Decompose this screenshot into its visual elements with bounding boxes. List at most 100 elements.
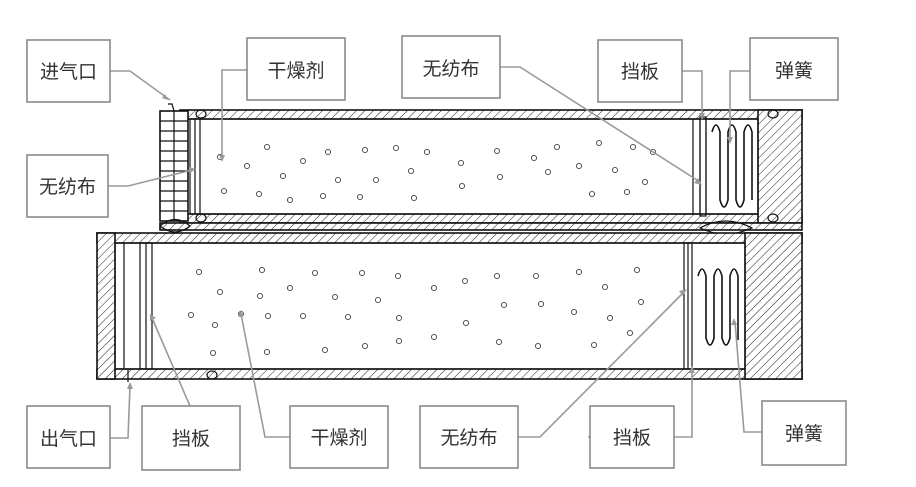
desiccant-bead	[209, 349, 217, 357]
desiccant-bead	[263, 348, 271, 356]
desiccant-bead	[410, 194, 418, 202]
desiccant-bead	[623, 188, 631, 196]
label-spring-top-text: 弹簧	[775, 60, 813, 82]
desiccant-bead	[256, 292, 264, 300]
desiccant-bead	[324, 148, 332, 156]
desiccant-bead	[641, 178, 649, 186]
label-fabric-top: 无纺布	[401, 35, 501, 99]
desiccant-beads	[187, 139, 657, 357]
leader-desiccant-bottom	[240, 313, 290, 438]
bottom-cylinder-left-cap	[96, 232, 116, 380]
desiccant-bead	[575, 268, 583, 276]
desiccant-bead	[258, 266, 266, 274]
label-baffle-bottom-left-text: 挡板	[172, 428, 210, 450]
label-desiccant-top-text: 干燥剂	[267, 60, 324, 82]
desiccant-bead	[331, 293, 339, 301]
label-baffle-top: 挡板	[597, 39, 683, 103]
desiccant-bead	[374, 296, 382, 304]
desiccant-bead	[255, 190, 263, 198]
top-spring	[711, 124, 753, 208]
desiccant-bead	[493, 272, 501, 280]
desiccant-bead	[243, 162, 251, 170]
desiccant-bead	[532, 272, 540, 280]
leader-desiccant-top	[221, 69, 247, 158]
bottom-cylinder-right-cap	[744, 232, 803, 380]
label-inlet: 进气口	[26, 39, 111, 103]
desiccant-bead	[358, 269, 366, 277]
leader-fabric-top	[500, 66, 701, 183]
label-fabric-bottom: 无纺布	[419, 405, 519, 469]
desiccant-bead	[263, 143, 271, 151]
desiccant-bead	[334, 176, 342, 184]
leader-fabric-left	[108, 169, 193, 187]
desiccant-bead	[637, 298, 645, 306]
bottom-cylinder-upper-wall	[96, 232, 803, 244]
label-fabric-top-text: 无纺布	[422, 58, 479, 80]
label-desiccant-bottom-text: 干燥剂	[310, 427, 367, 449]
desiccant-bead	[319, 192, 327, 200]
desiccant-bead	[537, 300, 545, 308]
desiccant-bead	[279, 172, 287, 180]
label-spring-bottom-text: 弹簧	[785, 423, 823, 445]
label-fabric-bottom-text: 无纺布	[440, 427, 497, 449]
desiccant-bead	[395, 337, 403, 345]
desiccant-bead	[299, 312, 307, 320]
label-spring-top: 弹簧	[749, 37, 839, 101]
bottom-cylinder	[96, 232, 803, 382]
desiccant-bead	[286, 196, 294, 204]
desiccant-bead	[493, 147, 501, 155]
desiccant-bead	[595, 139, 603, 147]
desiccant-bead	[575, 162, 583, 170]
desiccant-bead	[423, 148, 431, 156]
desiccant-bead	[299, 157, 307, 165]
label-spring-bottom: 弹簧	[761, 400, 847, 466]
desiccant-bead	[311, 269, 319, 277]
desiccant-bead	[611, 166, 619, 174]
top-cylinder-upper-wall	[179, 109, 803, 120]
desiccant-bead	[496, 173, 504, 181]
desiccant-bead	[500, 301, 508, 309]
label-baffle-bottom-left: 挡板	[141, 405, 241, 471]
label-baffle-bottom-right: 挡板	[589, 405, 675, 469]
desiccant-bead	[629, 143, 637, 151]
desiccant-bead	[321, 346, 329, 354]
desiccant-bead	[457, 159, 465, 167]
leader-spring-top	[729, 70, 750, 140]
desiccant-bead	[462, 319, 470, 327]
desiccant-bead	[286, 284, 294, 292]
desiccant-bead	[395, 314, 403, 322]
desiccant-bead	[211, 321, 219, 329]
leader-fabric-bottom	[518, 291, 685, 438]
desiccant-bead	[495, 338, 503, 346]
bottom-cylinder-lower-wall	[96, 368, 803, 380]
desiccant-bead	[544, 168, 552, 176]
leader-inlet	[110, 70, 171, 101]
label-outlet: 出气口	[26, 405, 111, 469]
top-baffle	[699, 116, 707, 217]
desiccant-bead	[372, 176, 380, 184]
desiccant-bead	[588, 190, 596, 198]
desiccant-bead	[590, 341, 598, 349]
desiccant-bead	[187, 311, 195, 319]
desiccant-bead	[344, 313, 352, 321]
desiccant-bead	[195, 268, 203, 276]
label-inlet-text: 进气口	[40, 61, 97, 83]
label-outlet-text: 出气口	[40, 428, 97, 450]
desiccant-bead	[394, 272, 402, 280]
desiccant-bead	[392, 144, 400, 152]
label-desiccant-bottom: 干燥剂	[289, 405, 389, 469]
desiccant-bead	[216, 288, 224, 296]
desiccant-bead	[606, 314, 614, 322]
label-fabric-left-text: 无纺布	[39, 176, 96, 198]
desiccant-bead	[430, 284, 438, 292]
top-cylinder-lower-wall	[179, 213, 803, 224]
leader-baffle-bottom-left	[151, 317, 191, 407]
bottom-spring	[697, 268, 739, 346]
top-spring-housing	[705, 118, 759, 215]
leader-outlet	[110, 385, 131, 439]
bottom-inner-tube	[114, 242, 746, 370]
desiccant-bead	[356, 193, 364, 201]
top-cylinder	[159, 103, 803, 224]
label-baffle-bottom-right-text: 挡板	[613, 427, 651, 449]
